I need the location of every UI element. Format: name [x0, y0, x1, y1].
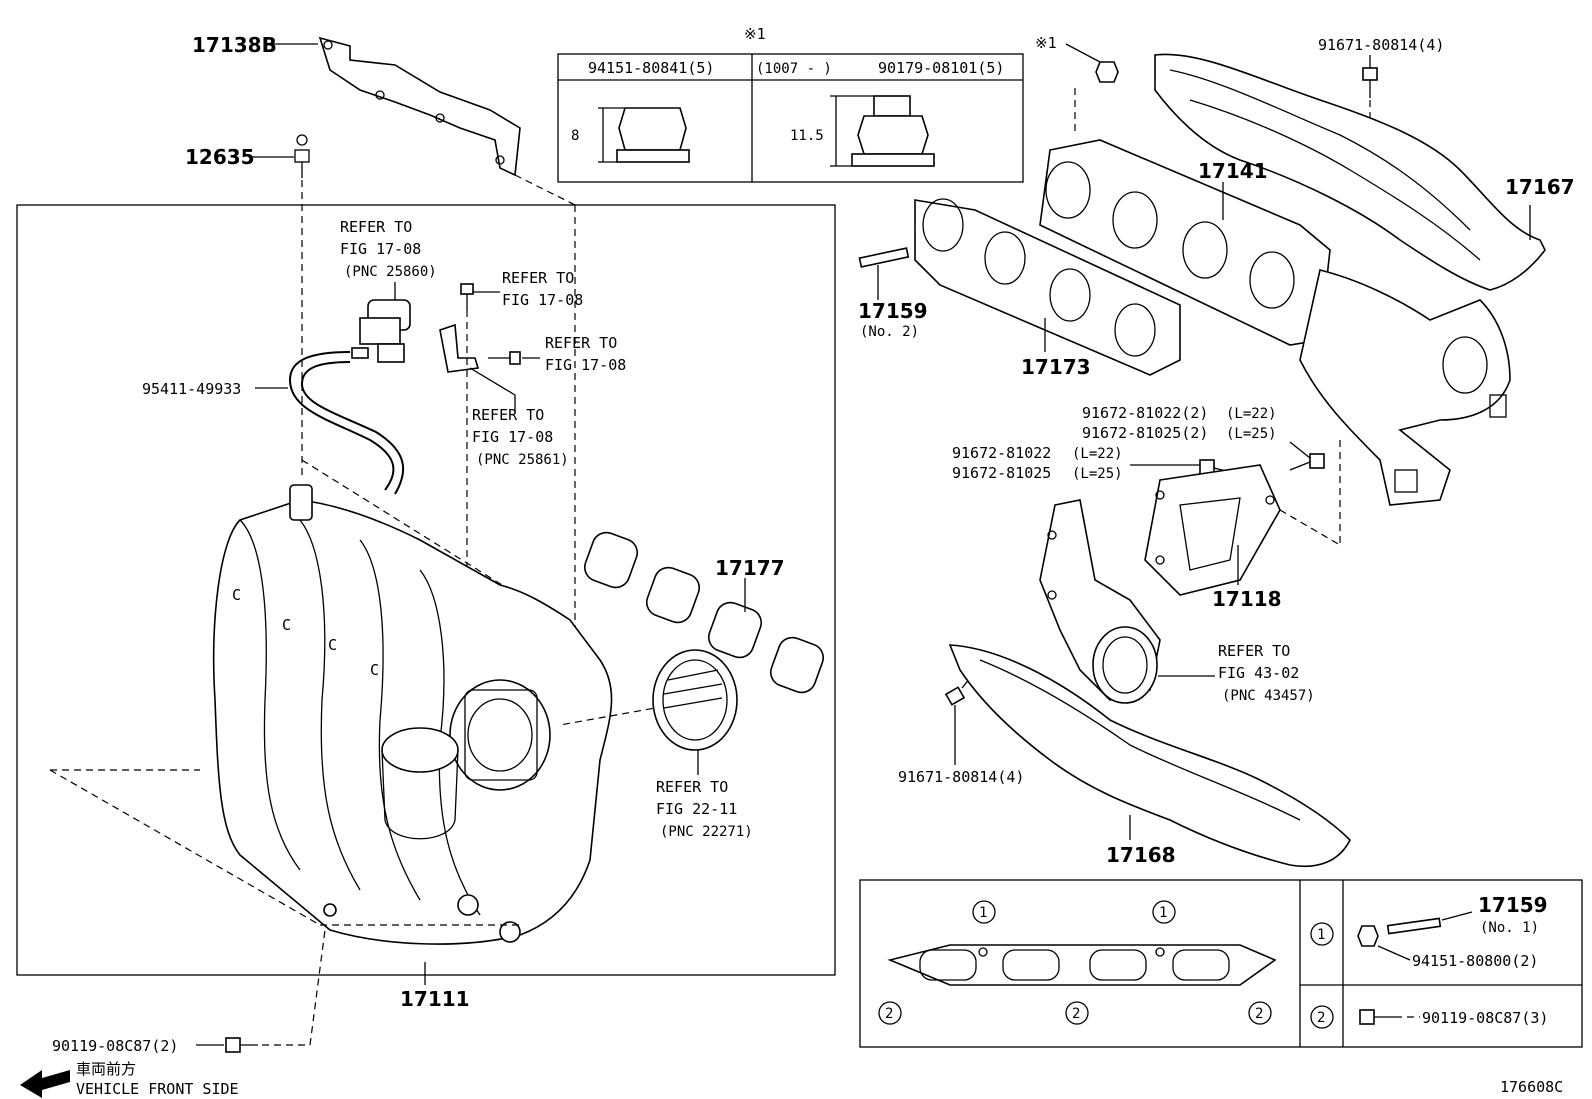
bolt-91672-right — [1289, 453, 1325, 471]
marker-2-a: 2 — [885, 1006, 893, 1022]
refer-c-line2: FIG 17-08 — [545, 356, 626, 374]
nut-note-mark: ※1 — [1035, 34, 1057, 52]
svg-text:C: C — [370, 661, 379, 679]
label-17111: 17111 — [400, 987, 470, 1011]
marker-2-c: 2 — [1255, 1006, 1263, 1022]
refer-a-pnc: (PNC 25860) — [344, 264, 437, 280]
label-91671-bottom: 91671-80814(4) — [898, 768, 1024, 786]
marker-2-row: 2 — [1317, 1010, 1325, 1026]
refer-4302-line2: FIG 43-02 — [1218, 664, 1299, 682]
refer-a-line1: REFER TO — [340, 218, 412, 236]
refer-4302-pnc: (PNC 43457) — [1222, 688, 1315, 704]
label-17141: 17141 — [1198, 159, 1268, 183]
label-17167: 17167 — [1505, 175, 1575, 199]
label-91672-l2: 91672-81025 — [952, 464, 1051, 482]
label-17159-no2-sub: (No. 2) — [860, 324, 919, 340]
refer-b-line1: REFER TO — [502, 269, 574, 287]
marker-1-row: 1 — [1317, 927, 1325, 943]
label-12635: 12635 — [185, 145, 255, 169]
refer-d-pnc: (PNC 25861) — [476, 452, 569, 468]
refer-d-line1: REFER TO — [472, 406, 544, 424]
nut-table-note-mark: ※1 — [744, 25, 766, 43]
marker-1-b: 1 — [1159, 905, 1167, 921]
refer-4302-line1: REFER TO — [1218, 642, 1290, 660]
nut-col2-range: (1007 - ) — [756, 61, 832, 77]
label-90119-right: 90119-08C87(3) — [1422, 1009, 1548, 1027]
nut-table: 94151-80841(5) (1007 - ) 90179-08101(5) … — [557, 53, 1024, 183]
heat-insulator-17167 — [1154, 53, 1546, 291]
label-17177: 17177 — [715, 556, 785, 580]
label-91671-top: 91671-80814(4) — [1318, 36, 1444, 54]
label-17138B: 17138B — [192, 33, 277, 57]
refer-2211-line1: REFER TO — [656, 778, 728, 796]
bolt-91671-top — [1362, 67, 1378, 98]
converter-support — [1039, 499, 1161, 704]
svg-text:C: C — [232, 586, 241, 604]
bracket-17118 — [1144, 464, 1281, 596]
label-17168: 17168 — [1106, 843, 1176, 867]
label-91672-r1-l: (L=22) — [1226, 406, 1277, 422]
nut-col2-header: 90179-08101(5) — [878, 59, 1004, 77]
heat-insulator-17168 — [948, 644, 1351, 867]
hose-95411 — [288, 351, 395, 491]
label-91672-l1-l: (L=22) — [1072, 446, 1123, 462]
label-17159-no1: 17159 — [1478, 893, 1548, 917]
throttle-gasket — [652, 649, 738, 751]
label-91672-r2: 91672-81025(2) — [1082, 424, 1208, 442]
label-17173: 17173 — [1021, 355, 1091, 379]
nut-dim-11-5: 11.5 — [790, 128, 824, 144]
svg-text:C: C — [282, 616, 291, 634]
nut-col1-header: 94151-80841(5) — [588, 59, 714, 77]
bolt-refer-c — [488, 351, 521, 365]
label-17159-no1-sub: (No. 1) — [1480, 920, 1539, 936]
front-label-jp: 車両前方 — [76, 1060, 136, 1078]
label-91672-r2-l: (L=25) — [1226, 426, 1277, 442]
gasket-detail-table: 1 1 2 2 2 1 2 — [859, 879, 1583, 1048]
refer-b-line2: FIG 17-08 — [502, 291, 583, 309]
part-12635-stud — [294, 134, 310, 178]
marker-1-a: 1 — [979, 905, 987, 921]
intake-manifold-17111: C C C C — [212, 484, 613, 945]
refer-2211-pnc: (PNC 22271) — [660, 824, 753, 840]
refer-a-line2: FIG 17-08 — [340, 240, 421, 258]
gasket-17173 — [914, 198, 1181, 376]
label-90119-left: 90119-08C87(2) — [52, 1037, 178, 1055]
exhaust-manifold-17141 — [1039, 139, 1511, 506]
bracket-refer-d — [439, 323, 480, 373]
label-95411: 95411-49933 — [142, 380, 241, 398]
nut-note-icon — [1095, 61, 1119, 83]
label-17159-no2: 17159 — [858, 299, 928, 323]
bolt-90119-left — [225, 1037, 258, 1053]
label-17118: 17118 — [1212, 587, 1282, 611]
bolt-refer-b — [460, 283, 474, 310]
marker-2-b: 2 — [1072, 1006, 1080, 1022]
svg-text:C: C — [328, 636, 337, 654]
vsv-valve — [351, 299, 411, 363]
refer-c-line1: REFER TO — [545, 334, 617, 352]
refer-2211-line2: FIG 22-11 — [656, 800, 737, 818]
diagram-id: 176608C — [1500, 1078, 1563, 1096]
label-94151-80800: 94151-80800(2) — [1412, 952, 1538, 970]
stud-17159-no2 — [858, 247, 910, 268]
nut-dim-8: 8 — [571, 128, 579, 144]
front-label-en: VEHICLE FRONT SIDE — [76, 1080, 239, 1098]
refer-d-line2: FIG 17-08 — [472, 428, 553, 446]
label-91672-l1: 91672-81022 — [952, 444, 1051, 462]
gasket-17177 — [583, 531, 825, 694]
label-91672-l2-l: (L=25) — [1072, 466, 1123, 482]
vehicle-front-arrow-icon — [20, 1070, 70, 1098]
intake-manifold-box — [16, 204, 836, 976]
part-17138B — [318, 36, 521, 177]
label-91672-r1: 91672-81022(2) — [1082, 404, 1208, 422]
